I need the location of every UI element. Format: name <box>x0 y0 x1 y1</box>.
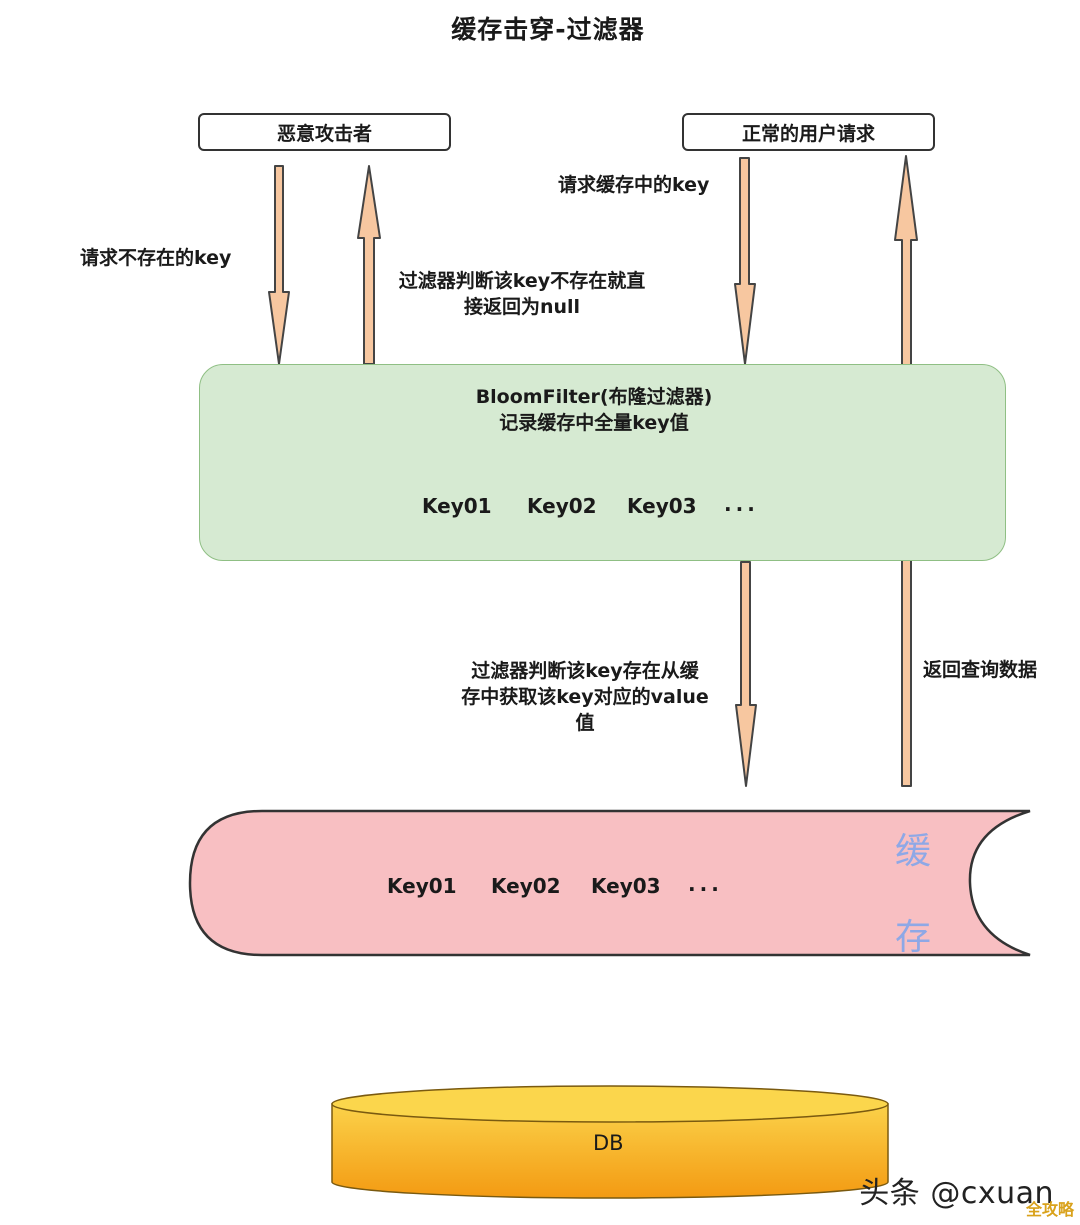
filter-key-1: Key01 <box>422 494 492 518</box>
label-filter-exist-line3: 值 <box>575 712 595 734</box>
label-filter-not-exist-line2: 接返回为null <box>463 296 581 318</box>
bloom-filter-title-line1: BloomFilter(布隆过滤器) <box>475 386 713 408</box>
watermark: 头条 @cxuan <box>859 1176 1054 1211</box>
bloom-filter-box <box>199 364 1006 561</box>
label-filter-not-exist: 过滤器判断该key不存在就直 接返回为null <box>380 268 664 320</box>
label-filter-exist-line1: 过滤器判断该key存在从缓 <box>471 660 699 682</box>
arrow-request-missing-key <box>268 165 290 365</box>
normal-user-box: 正常的用户请求 <box>682 113 935 151</box>
page-title: 缓存击穿-过滤器 <box>451 15 645 44</box>
label-request-cached-key: 请求缓存中的key <box>558 174 710 196</box>
filter-key-2: Key02 <box>527 494 597 518</box>
cache-key-1: Key01 <box>387 874 457 898</box>
arrow-request-cached-key <box>734 157 756 365</box>
db-label: DB <box>593 1131 624 1155</box>
cache-key-2: Key02 <box>491 874 561 898</box>
bloom-filter-title: BloomFilter(布隆过滤器) 记录缓存中全量key值 <box>199 384 989 436</box>
db-cylinder-top <box>331 1085 889 1123</box>
arrow-get-from-cache <box>735 561 757 787</box>
label-filter-not-exist-line1: 过滤器判断该key不存在就直 <box>398 270 646 292</box>
cache-key-ellipsis: ... <box>688 872 723 896</box>
cache-label-bottom: 存 <box>895 917 932 958</box>
label-filter-exist: 过滤器判断该key存在从缓 存中获取该key对应的value 值 <box>440 658 730 736</box>
cache-key-3: Key03 <box>591 874 661 898</box>
watermark-sub: 全攻略 <box>1025 1200 1074 1219</box>
cache-shape <box>188 809 1031 957</box>
attacker-box: 恶意攻击者 <box>198 113 451 151</box>
label-request-missing-key: 请求不存在的key <box>80 247 232 269</box>
arrow-return-null <box>357 165 381 365</box>
bloom-filter-title-line2: 记录缓存中全量key值 <box>499 412 689 434</box>
filter-key-3: Key03 <box>627 494 697 518</box>
filter-key-ellipsis: ... <box>724 492 759 516</box>
db-cylinder-body <box>331 1103 889 1199</box>
cache-label-top: 缓 <box>895 831 932 872</box>
label-return-data: 返回查询数据 <box>923 659 1038 681</box>
label-filter-exist-line2: 存中获取该key对应的value <box>461 686 709 708</box>
